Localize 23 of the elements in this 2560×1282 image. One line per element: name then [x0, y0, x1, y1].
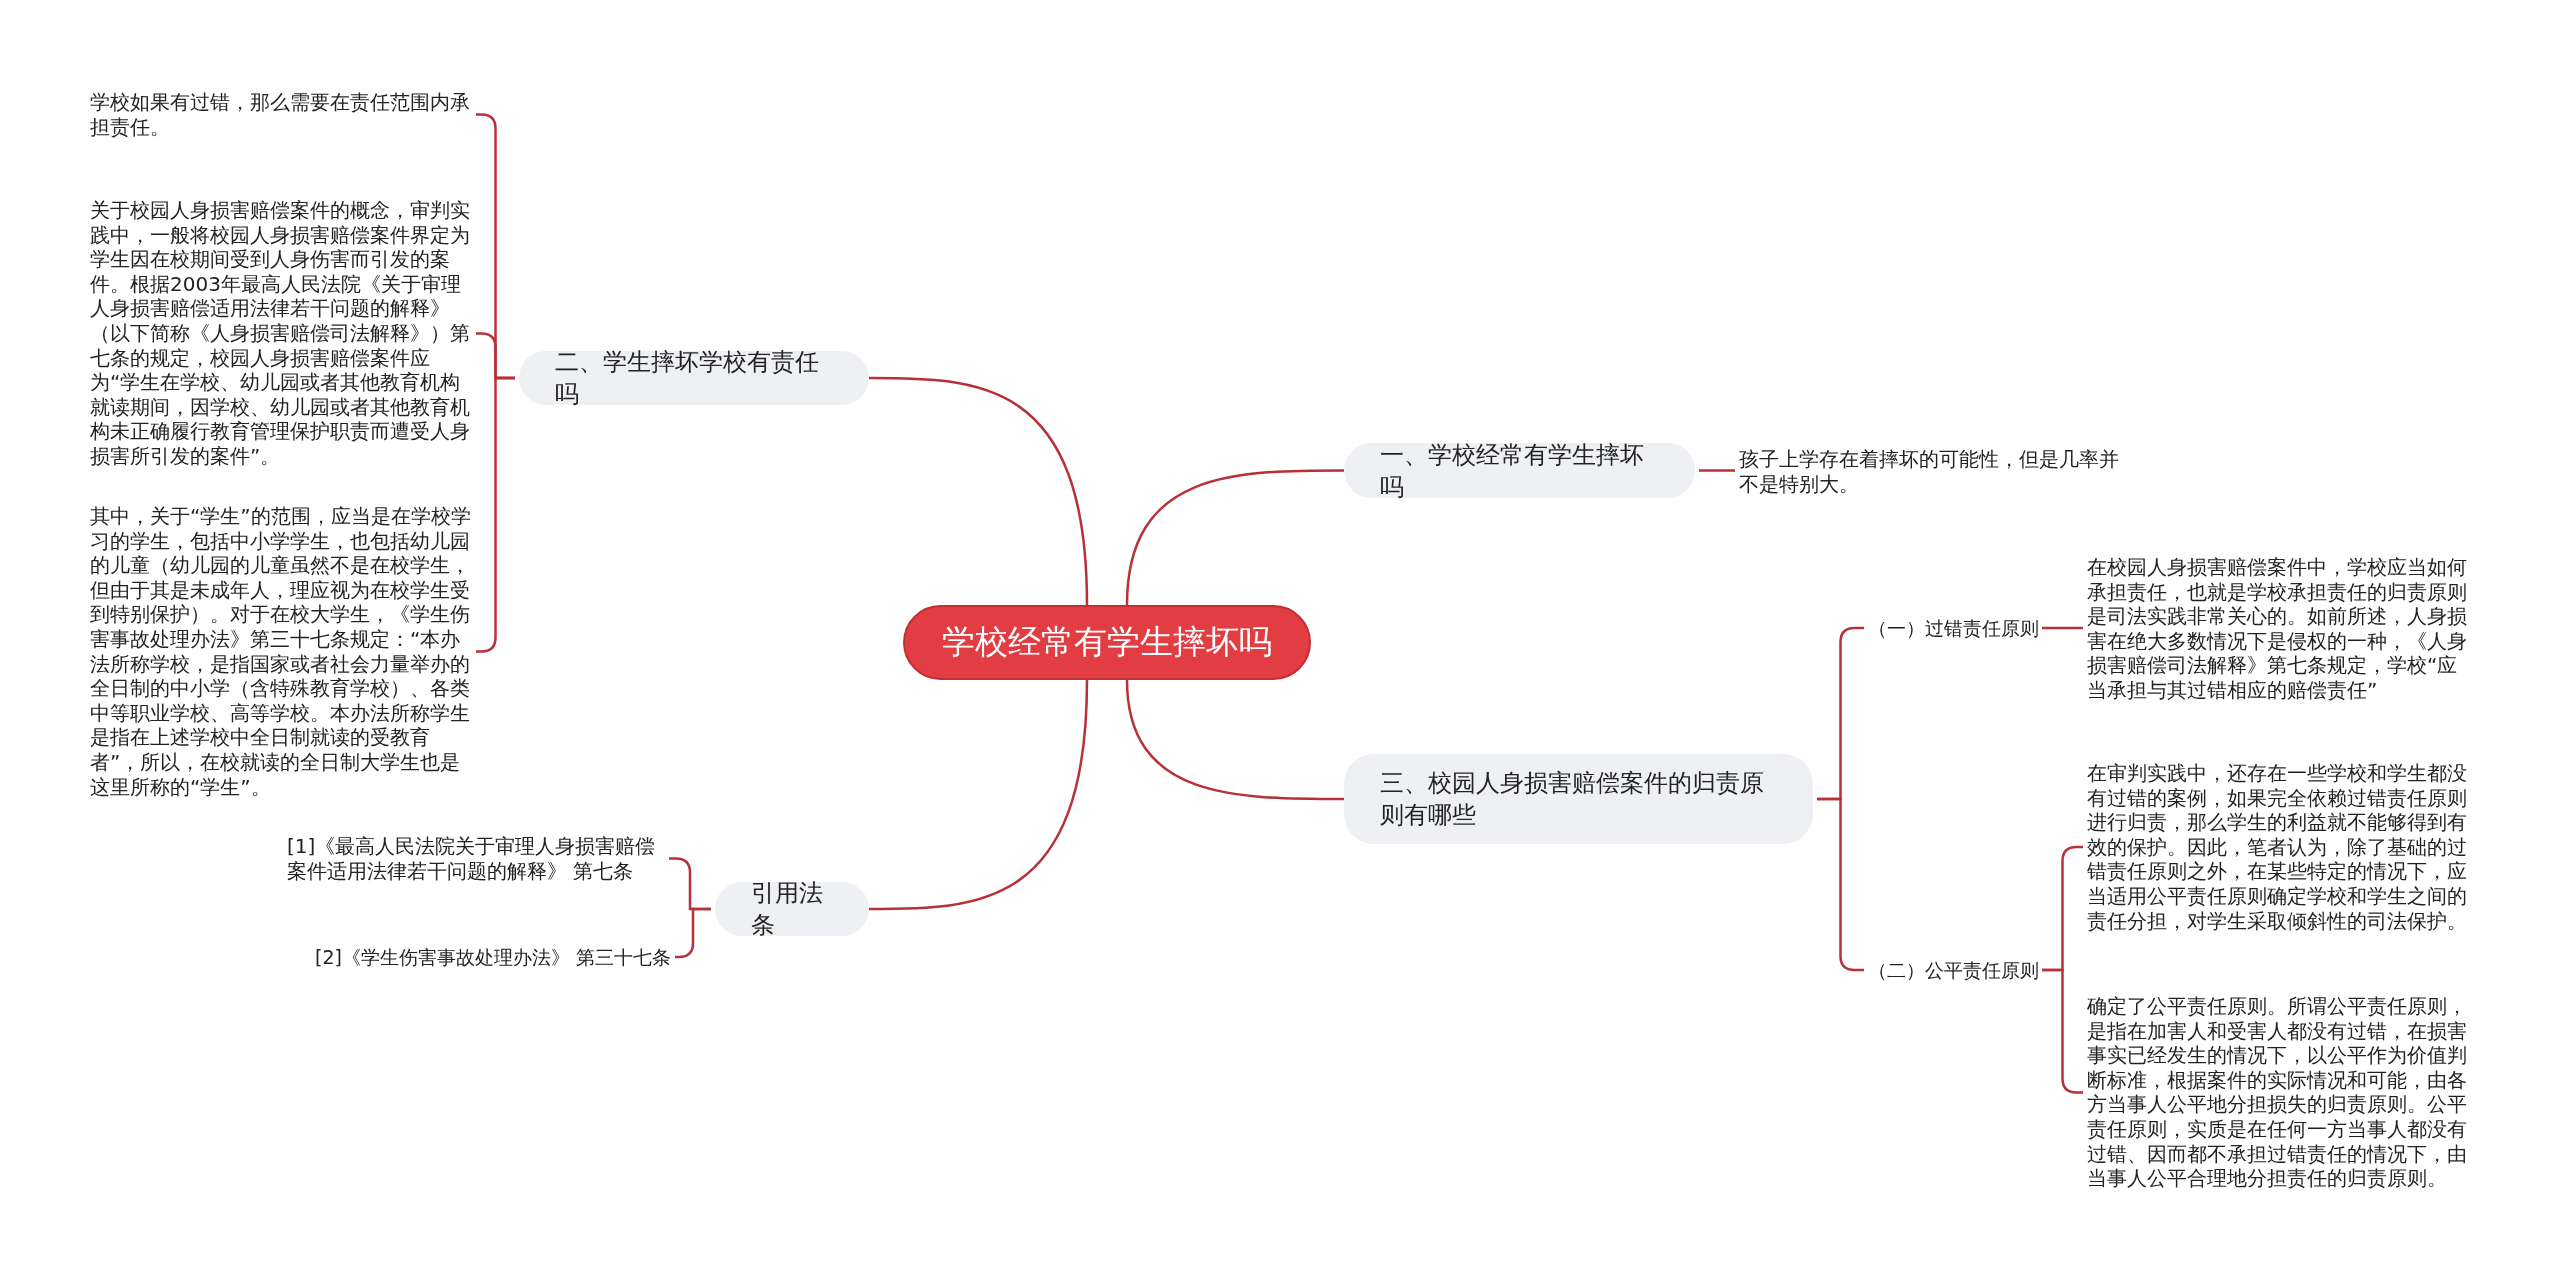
note-text: [1]《最高人民法院关于审理人身损害赔偿案件适用法律若干问题的解释》 第七条 [287, 834, 665, 884]
note-text: 学校如果有过错，那么需要在责任范围内承担责任。 [90, 90, 472, 140]
connector [1125, 679, 1344, 801]
topic-box: 引用法条 [715, 882, 869, 936]
connector [1125, 469, 1344, 606]
connector [869, 679, 1089, 911]
subtopic-text: （一）过错责任原则 [1868, 616, 2038, 640]
connector [1699, 469, 1735, 472]
topic-box: 二、学生摔坏学校有责任吗 [519, 351, 869, 405]
note-text: 关于校园人身损害赔偿案件的概念，审判实践中，一般将校园人身损害赔偿案件界定为学生因在校期间受到人身伤害而引发的案件。根据2003年最高人民法院《关于审理人身损害赔偿适用法律若干问题的解释》（以下简称《人身损害赔偿司法解释》）第七条的规定，校园人身损害赔偿案件应为“学生在学校、幼儿园或者其他教育机构就读期间，因学校、幼儿园或者其他教育机构未正确履行教育管理保护职责而遭受人身损害所引发的案件”。 [90, 198, 472, 469]
note-text: 在校园人身损害赔偿案件中，学校应当如何承担责任，也就是学校承担责任的归责原则是司法实践非常关心的。如前所述，人身损害在绝大多数情况下是侵权的一种，《人身损害赔偿司法解释》第七条规定，学校“应当承担与其过错相应的赔偿责任” [2087, 555, 2477, 703]
topic-box: 三、校园人身损害赔偿案件的归责原则有哪些 [1344, 754, 1813, 844]
connector [869, 376, 1089, 606]
connector [675, 907, 711, 959]
root-topic-box: 学校经常有学生摔坏吗 [903, 605, 1311, 680]
note-text: 其中，关于“学生”的范围，应当是在学校学习的学生，包括中小学学生，也包括幼儿园的儿童（幼儿园的儿童虽然不是在校学生，但由于其是未成年人，理应视为在校学生受到特别保护）。对于在校大学生，《学生伤害事故处理办法》第三十七条规定：“本办法所称学校，是指国家或者社会力量举办的全日制的中小学（含特殊教育学校）、各类中等职业学校、高等学校。本办法所称学生是指在上述学校中全日制就读的受教育者”，所以，在校就读的全日制大学生也是这里所称的“学生”。 [90, 504, 472, 800]
subtopic-text: （二）公平责任原则 [1868, 958, 2038, 982]
topic-box: 一、学校经常有学生摔坏吗 [1344, 443, 1695, 498]
note-text: 孩子上学存在着摔坏的可能性，但是几率并不是特别大。 [1739, 447, 2125, 497]
note-text: 确定了公平责任原则。所谓公平责任原则，是指在加害人和受害人都没有过错，在损害事实已经发生的情况下，以公平作为价值判断标准，根据案件的实际情况和可能，由各方当事人公平地分担损失的归责原则。公平责任原则，实质是在任何一方当事人都没有过错、因而都不承担过错责任的情况下，由当事人公平合理地分担责任的归责原则。 [2087, 994, 2477, 1191]
subtopic-text: [2]《学生伤害事故处理办法》 第三十七条 [315, 945, 671, 969]
connector [2042, 626, 2083, 630]
note-text: 在审判实践中，还存在一些学校和学生都没有过错的案例，如果完全依赖过错责任原则进行归责，那么学生的利益就不能够得到有效的保护。因此，笔者认为，除了基础的过错责任原则之外，在某些特定的情况下，应当适用公平责任原则确定学校和学生之间的责任分担，对学生采取倾斜性的司法保护。 [2087, 761, 2477, 934]
